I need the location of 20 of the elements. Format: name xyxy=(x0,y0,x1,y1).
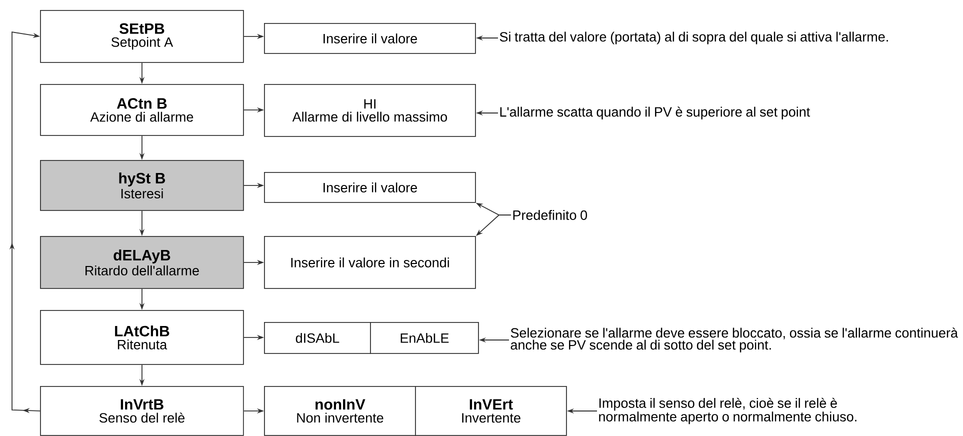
value-box: Inserire il valore in secondi xyxy=(264,236,476,289)
note-text: Imposta il senso del relè, cioè se il relè è normalmente aperto o normalmente chiuso. xyxy=(599,398,856,424)
value-box: HI Allarme di livello massimo xyxy=(264,84,476,137)
note-text: Predefinito 0 xyxy=(513,210,588,220)
option-cell: nonInV Non invertente xyxy=(264,386,416,436)
menu-box: LAtChB Ritenuta xyxy=(40,310,244,365)
option-cell: dISAbL xyxy=(264,322,371,354)
menu-box: SEtPB Setpoint A xyxy=(40,10,244,63)
menu-box: ACtn B Azione di allarme xyxy=(40,84,244,136)
value-box: Inserire il valore xyxy=(264,172,476,203)
option-cell: InVErt Invertente xyxy=(415,386,567,436)
value-box: Inserire il valore xyxy=(264,23,476,54)
menu-box: dELAyB Ritardo dell'allarme xyxy=(40,236,244,289)
menu-box: hySt B Isteresi xyxy=(40,160,244,211)
note-text: L'allarme scatta quando il PV è superiore al set point xyxy=(500,106,810,120)
menu-box: InVrtB Senso del relè xyxy=(40,386,244,436)
note-text: Selezionare se l'allarme deve essere bloccato, ossia se l'allarme continuerà anche se PV scende al di sotto del set point. xyxy=(510,328,958,352)
option-cell: EnAbLE xyxy=(370,322,479,354)
arrow xyxy=(9,31,40,414)
note-text: Si tratta del valore (portata) al di sopra del quale si attiva l'allarme. xyxy=(500,32,888,44)
